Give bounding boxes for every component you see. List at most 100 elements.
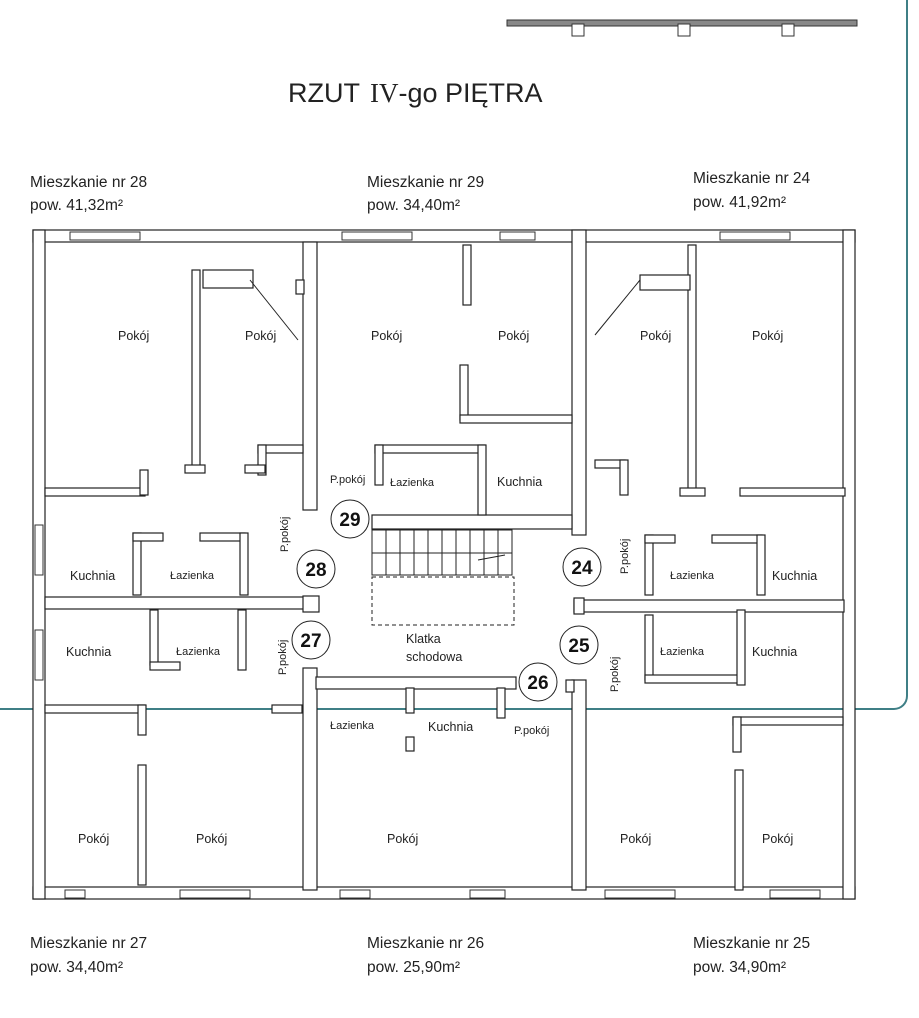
wall — [191, 269, 201, 471]
room-label: Pokój — [640, 329, 671, 343]
door-number-26: 26 — [527, 673, 548, 694]
wall — [405, 687, 415, 714]
hall-label: P.pokój — [330, 474, 365, 486]
wall — [44, 596, 311, 610]
walls — [32, 229, 856, 900]
window — [469, 889, 506, 899]
bathroom-label: Łazienka — [390, 477, 435, 489]
apartment-24-name: Mieszkanie nr 24 — [693, 170, 811, 187]
wall — [711, 534, 763, 544]
wall — [137, 704, 147, 736]
door-numbers — [291, 499, 602, 702]
stairwell-label-line1: Klatka — [406, 632, 441, 646]
wall — [302, 595, 320, 613]
wall — [644, 614, 654, 681]
wall — [732, 716, 844, 726]
window — [719, 231, 791, 241]
wall — [756, 534, 766, 596]
apartment-27-area: pow. 34,40m² — [30, 959, 123, 976]
stairwell-label-line2: schodowa — [406, 650, 462, 664]
kitchen-label: Kuchnia — [752, 645, 797, 659]
wall — [132, 532, 164, 542]
bathroom-label: Łazienka — [330, 720, 375, 732]
door-number-28: 28 — [305, 560, 326, 581]
wall — [302, 667, 318, 891]
hall-label: P.pokój — [514, 725, 549, 737]
room-label: Pokój — [78, 832, 109, 846]
wall — [477, 444, 487, 516]
apartment-24-area: pow. 41,92m² — [693, 194, 786, 211]
door-number-27: 27 — [300, 631, 321, 652]
wall — [732, 716, 742, 753]
door-swings — [249, 279, 641, 341]
room-label: Pokój — [752, 329, 783, 343]
room-label: Pokój — [196, 832, 227, 846]
wall — [462, 244, 472, 306]
wall — [371, 514, 573, 530]
apartment-25-area: pow. 34,90m² — [693, 959, 786, 976]
wall — [202, 269, 254, 289]
wall — [571, 229, 587, 536]
wall — [44, 487, 146, 497]
room-label: Pokój — [371, 329, 402, 343]
wall — [374, 444, 384, 486]
wall — [679, 487, 706, 497]
wall — [184, 464, 206, 474]
wall — [199, 532, 246, 542]
wall — [149, 609, 159, 666]
kitchen-label: Kuchnia — [772, 569, 817, 583]
window — [499, 231, 536, 241]
apartment-25-name: Mieszkanie nr 25 — [693, 935, 810, 952]
window — [341, 231, 413, 241]
wall — [842, 229, 856, 900]
hall-label: P.pokój — [619, 539, 631, 574]
apartment-27-name: Mieszkanie nr 27 — [30, 935, 147, 952]
door-number-24: 24 — [571, 558, 593, 579]
wall — [573, 599, 845, 613]
bathroom-label: Łazienka — [670, 570, 715, 582]
wall — [315, 676, 517, 690]
wall — [619, 459, 629, 496]
wall — [302, 241, 318, 511]
wall — [639, 274, 691, 291]
wall — [244, 464, 266, 474]
page-border — [0, 0, 908, 710]
kitchen-label: Kuchnia — [70, 569, 115, 583]
window — [339, 889, 371, 899]
wall — [644, 534, 654, 596]
staircase — [371, 529, 515, 626]
room-labels: Pokój Pokój Pokój Pokój Pokój Pokój P.po… — [66, 329, 817, 846]
wall — [644, 534, 676, 544]
window — [64, 889, 86, 899]
wall — [565, 679, 575, 693]
wall — [295, 279, 305, 295]
door-number-25: 25 — [568, 636, 590, 657]
wall — [459, 414, 573, 424]
apartment-29-name: Mieszkanie nr 29 — [367, 174, 484, 191]
window — [179, 889, 251, 899]
wall — [739, 487, 846, 497]
bathroom-label: Łazienka — [176, 646, 221, 658]
room-label: Pokój — [245, 329, 276, 343]
windows — [34, 231, 821, 899]
hall-label: P.pokój — [279, 517, 291, 552]
wall — [644, 674, 741, 684]
room-label: Pokój — [118, 329, 149, 343]
hall-label: P.pokój — [277, 640, 289, 675]
kitchen-label: Kuchnia — [497, 475, 542, 489]
room-label: Pokój — [498, 329, 529, 343]
room-label: Pokój — [620, 832, 651, 846]
room-label: Pokój — [387, 832, 418, 846]
wall — [271, 704, 303, 714]
apartment-labels-top: Mieszkanie nr 28 pow. 41,32m² Mieszkanie… — [30, 170, 811, 214]
wall — [139, 469, 149, 496]
wall — [736, 609, 746, 686]
wall — [374, 444, 486, 454]
window — [69, 231, 141, 241]
wall — [239, 532, 249, 596]
kitchen-label: Kuchnia — [428, 720, 473, 734]
apartment-28-area: pow. 41,32m² — [30, 197, 123, 214]
wall — [734, 769, 744, 891]
wall — [44, 704, 146, 714]
